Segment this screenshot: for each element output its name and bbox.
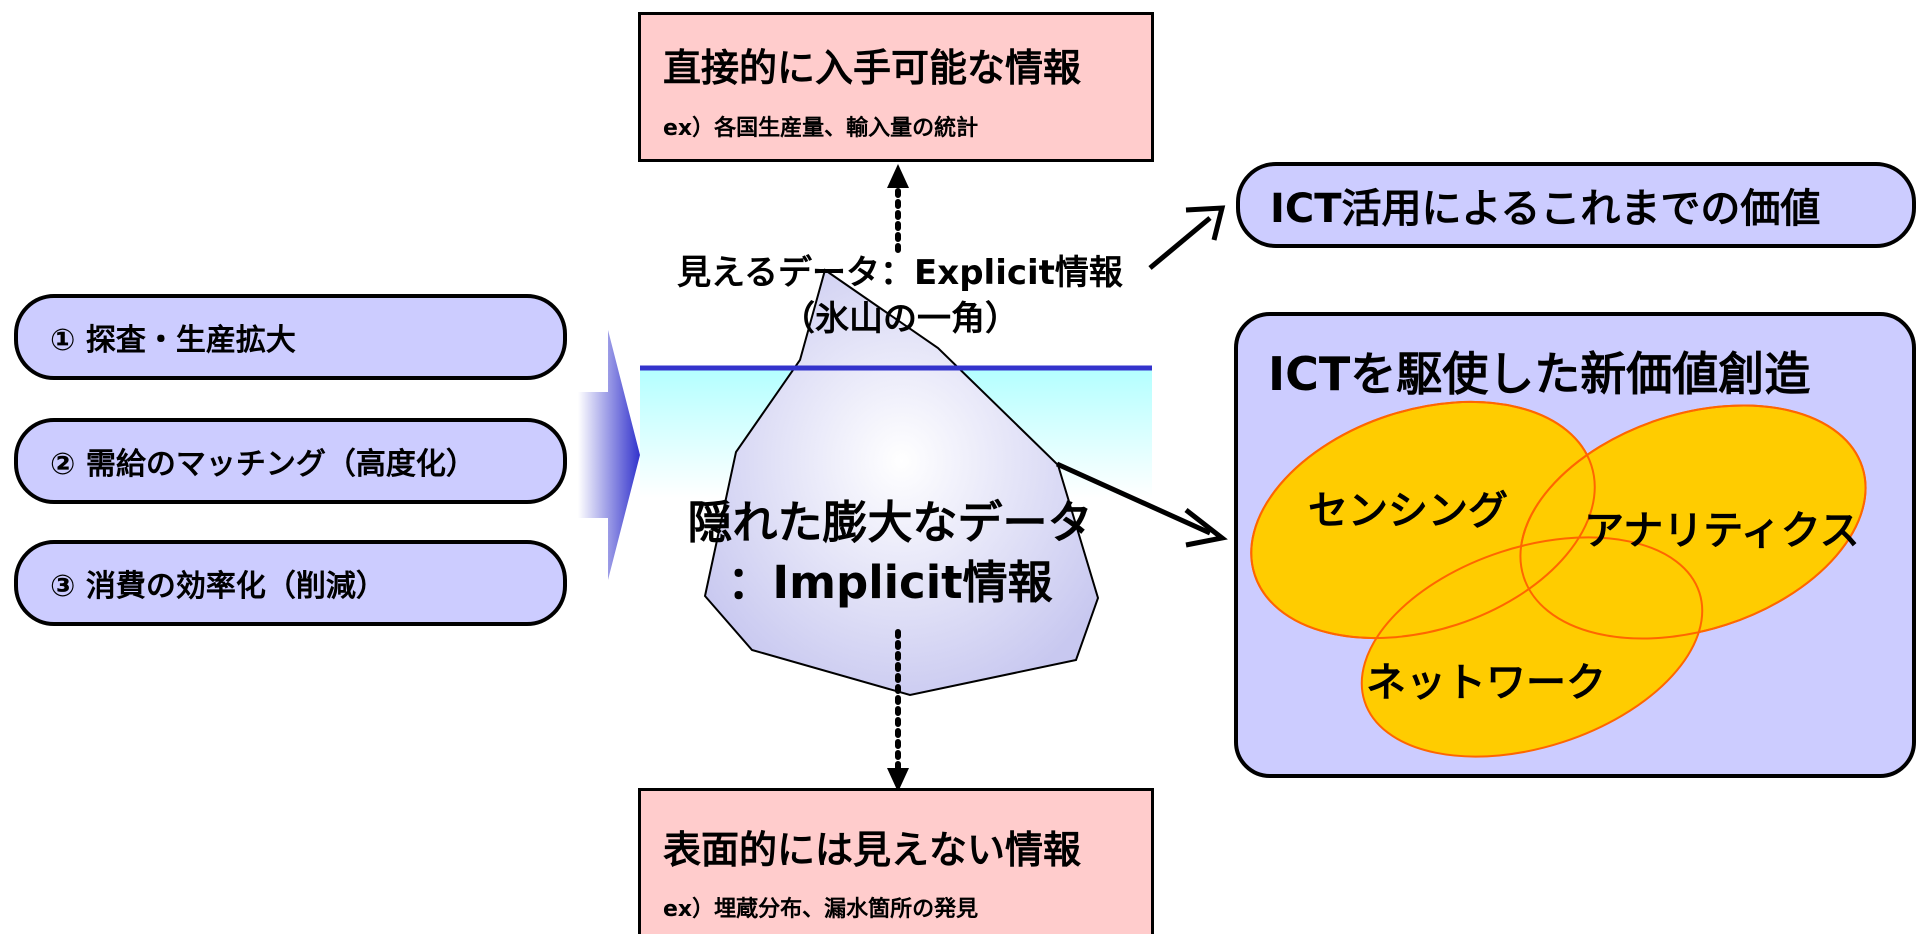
visible-data-line2: （氷山の一角） [781,299,1019,339]
analytics-label: アナリティクス [1584,508,1860,554]
left-item-matching: ② 需給のマッチング（高度化） [14,418,567,504]
hidden-data-line1: 隠れた膨大なデータ [687,496,1093,549]
network-label: ネットワーク [1366,660,1606,706]
direct-info-title: 直接的に入手可能な情報 [663,46,1082,90]
ict-value-label: ICT活用によるこれまでの価値 [1270,186,1821,232]
direct-info-box: 直接的に入手可能な情報 ex）各国生産量、輸入量の統計 [638,12,1154,162]
ict-value-pill: ICT活用によるこれまでの価値 [1236,162,1916,248]
left-item-label: ② 需給のマッチング（高度化） [50,447,476,482]
network-ellipse [1360,536,1704,758]
new-value-title: ICTを駆使した新価値創造 [1268,347,1811,401]
arrowhead-new-value-icon [1184,508,1228,548]
left-item-exploration: ① 探査・生産拡大 [14,294,567,380]
arrowhead-down-icon [887,768,909,792]
iceberg-shape [703,268,1100,697]
left-item-label: ① 探査・生産拡大 [50,323,296,358]
left-item-label: ③ 消費の効率化（削減） [50,569,386,604]
hidden-data-line2: ：Implicit情報 [727,556,1053,609]
visible-data-label: 見えるデータ：Explicit情報 （氷山の一角） [640,250,1160,342]
left-arrow-shape [578,330,640,580]
sensing-label: センシング [1308,488,1508,534]
hidden-info-example: ex）埋蔵分布、漏水箇所の発見 [663,897,979,922]
analytics-outline [1519,404,1867,640]
left-item-efficiency: ③ 消費の効率化（削減） [14,540,567,626]
arrow-to-ict-value [1148,216,1212,270]
arrowhead-up-icon [887,164,909,188]
arrowhead-ict-value-icon [1185,205,1226,241]
hidden-info-box: 表面的には見えない情報 ex）埋蔵分布、漏水箇所の発見 [638,788,1154,934]
hidden-data-label: 隠れた膨大なデータ ：Implicit情報 [660,493,1120,613]
arrow-to-new-value [1055,461,1212,536]
hidden-info-title: 表面的には見えない情報 [663,828,1082,872]
direct-info-example: ex）各国生産量、輸入量の統計 [663,116,979,141]
visible-data-line1: 見えるデータ：Explicit情報 [677,253,1123,293]
sensing-outline [1250,400,1596,640]
